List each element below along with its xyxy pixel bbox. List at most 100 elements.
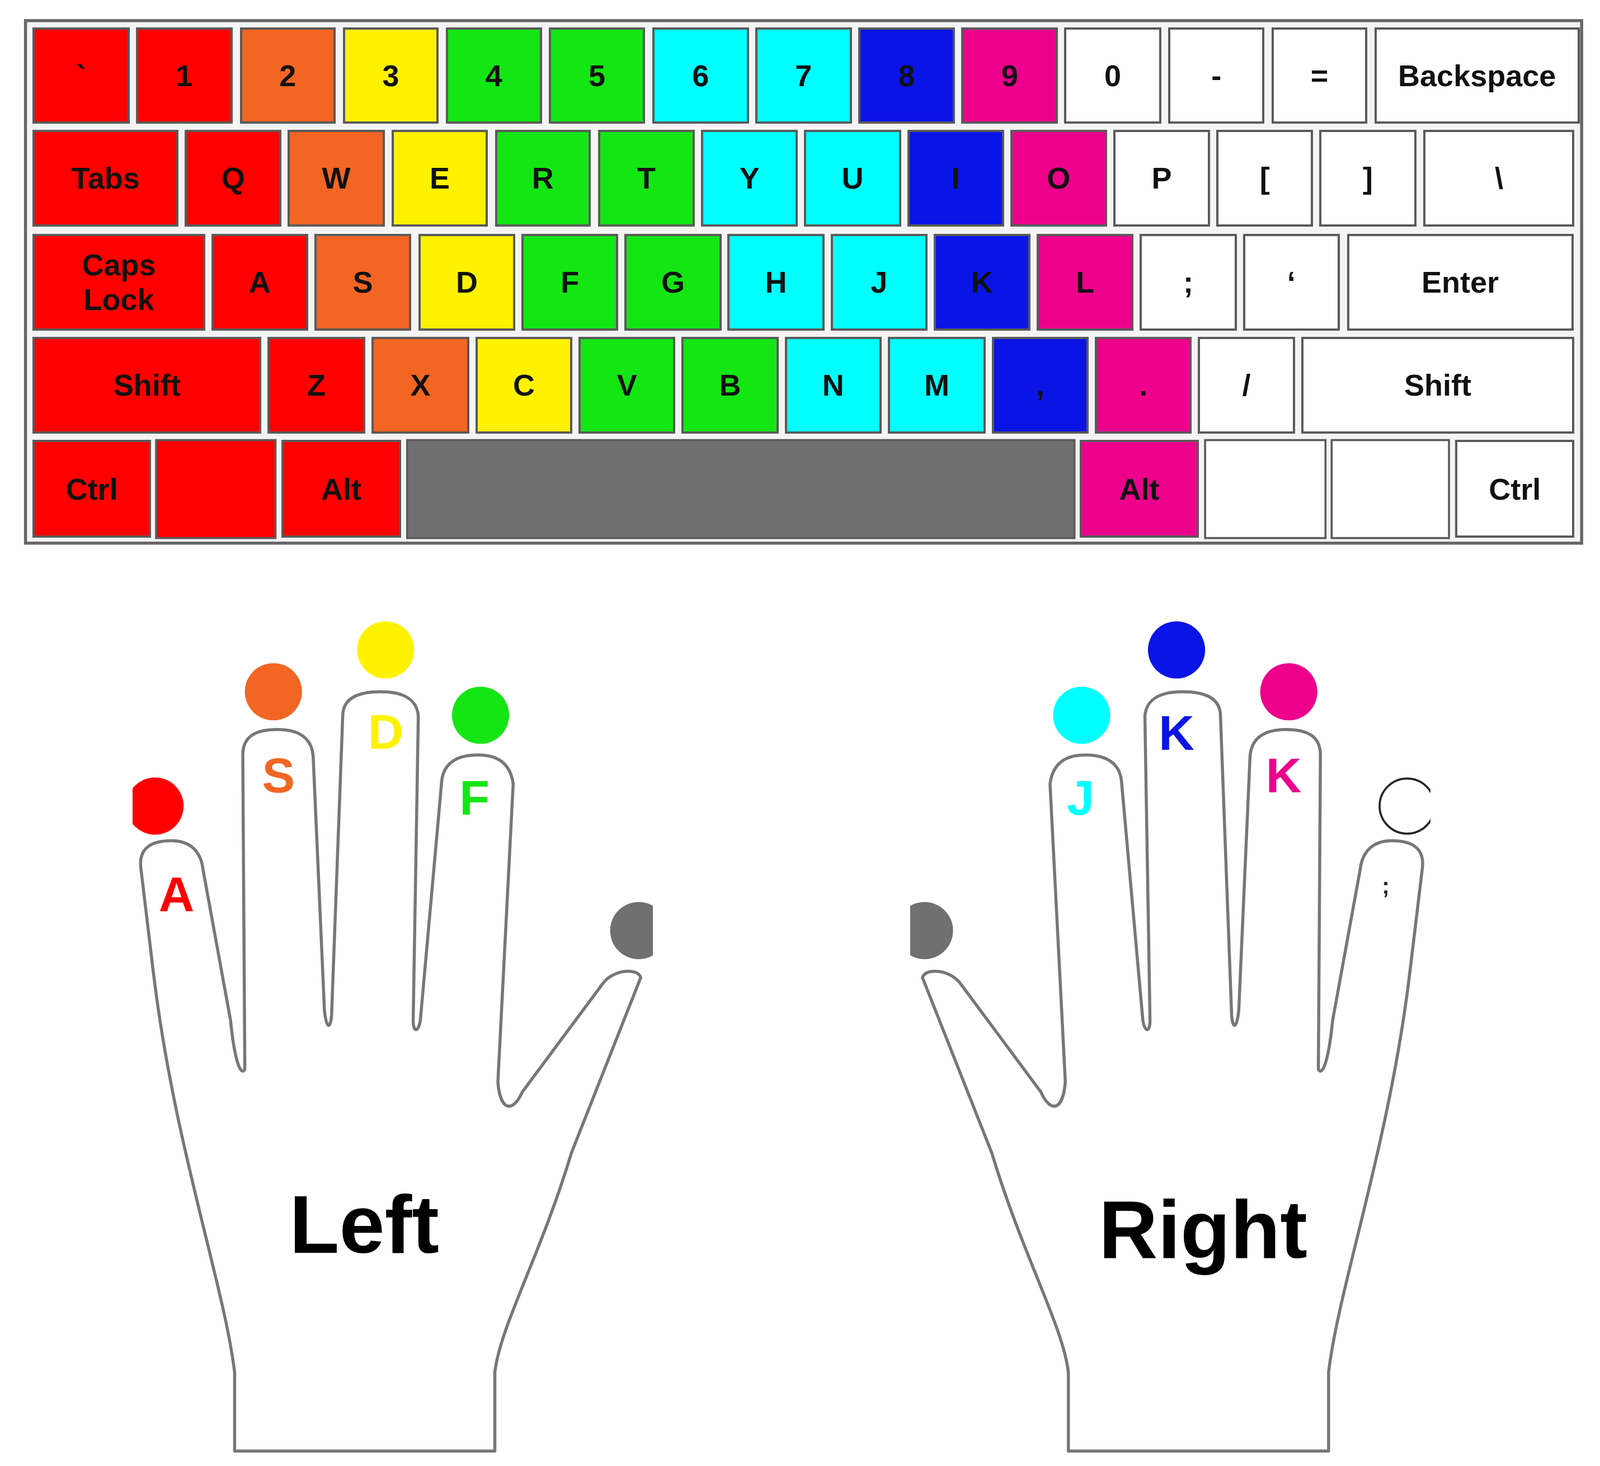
keyboard-key: R (495, 129, 591, 227)
key-label: K (971, 264, 994, 300)
key-label: N (822, 367, 845, 403)
keyboard-key: J (830, 233, 928, 331)
key-label: Ctrl (1488, 471, 1541, 507)
finger-letter: A (158, 869, 195, 919)
keyboard-key: Alt (281, 439, 401, 538)
keyboard-key: U (803, 129, 901, 227)
keyboard-key: / (1197, 336, 1295, 434)
text-holder: K (1283, 775, 1320, 825)
key-label: J (870, 264, 888, 300)
keyboard-key: 1 (135, 27, 233, 124)
hand-label: Left (289, 1183, 440, 1266)
keyboard-key: 7 (755, 27, 853, 124)
key-label: P (1151, 160, 1173, 196)
blank-key (156, 440, 276, 539)
keyboard-key: D (418, 233, 516, 331)
keyboard-key: G (624, 233, 722, 331)
key-label: 3 (382, 58, 400, 93)
key-label: A (248, 264, 271, 300)
keyboard-key: V (578, 336, 676, 434)
keyboard-key: - (1168, 27, 1264, 124)
key-label: Alt (321, 471, 362, 507)
keyboard-key: Caps Lock (32, 233, 205, 331)
keyboard-key: Y (700, 129, 798, 227)
keyboard-key: N (784, 336, 882, 434)
keyboard-key: Ctrl (1455, 439, 1575, 538)
finger-dot (1052, 686, 1110, 745)
key-label: U (841, 160, 864, 196)
text-holder: Right (1202, 1229, 1412, 1312)
keyboard-key: B (681, 336, 779, 434)
text-holder: Left (364, 1224, 515, 1307)
finger-dot (452, 686, 510, 745)
key-label: 0 (1104, 58, 1122, 93)
keyboard-key: Shift (1301, 336, 1575, 434)
keyboard-key: 0 (1064, 27, 1161, 124)
key-label: H (765, 264, 788, 300)
keyboard-key: , (991, 336, 1089, 434)
keyboard-key: ; (1139, 233, 1237, 331)
text-holder: S (278, 775, 312, 825)
key-label: Tabs (71, 160, 140, 196)
key-label: 9 (1001, 58, 1019, 93)
key-label: V (617, 367, 638, 403)
keyboard-key: X (371, 336, 470, 434)
finger-dot (1260, 663, 1318, 721)
finger-letter: K (1266, 750, 1302, 800)
finger-letter: S (262, 750, 296, 800)
finger-dot (356, 621, 414, 679)
keyboard-key: 8 (858, 27, 955, 124)
key-label: X (410, 367, 431, 403)
key-label: Caps Lock (65, 247, 172, 317)
finger-letter: K (1158, 708, 1195, 758)
key-label: Alt (1118, 471, 1160, 507)
keyboard-key: 5 (548, 27, 645, 124)
finger-dot (1379, 778, 1431, 834)
key-label: Enter (1421, 264, 1499, 300)
key-label: 2 (279, 58, 296, 93)
key-label: ` (76, 58, 87, 93)
key-label: 4 (485, 58, 503, 93)
key-label: [ (1259, 160, 1270, 196)
key-label: . (1139, 367, 1148, 403)
key-label: C (513, 367, 535, 403)
key-label: G (661, 264, 685, 300)
finger-letter: D (368, 707, 404, 757)
key-label: = (1310, 58, 1329, 93)
finger-letter: J (1066, 773, 1095, 823)
keyboard-body (25, 20, 1583, 544)
key-label: S (352, 264, 373, 300)
keyboard-key: ` (32, 27, 130, 124)
blank-key (1205, 440, 1326, 539)
keyboard-key: E (391, 129, 488, 227)
keyboard-key: 9 (961, 27, 1058, 124)
keyboard-key: 2 (240, 27, 336, 124)
keyboard-key: S (314, 233, 412, 331)
key-label: D (455, 264, 478, 300)
keyboard-key: ] (1319, 129, 1416, 227)
text-holder: ; (1385, 885, 1394, 908)
keyboard-key: K (933, 233, 1031, 331)
key-label: 5 (588, 58, 606, 93)
keyboard-key: Tabs (32, 129, 179, 227)
keyboard-key: [ (1216, 129, 1314, 227)
hand-outline-path (140, 692, 641, 1452)
key-label: R (532, 160, 554, 196)
key-label: - (1211, 58, 1222, 93)
key-label: Z (307, 367, 326, 403)
key-label: 1 (175, 58, 193, 93)
keyboard-key: O (1010, 129, 1108, 227)
keyboard-key: Backspace (1374, 27, 1580, 124)
key-label: / (1241, 367, 1251, 403)
key-label: Y (739, 160, 760, 196)
key-label: T (637, 160, 656, 196)
blank-key (1331, 440, 1449, 539)
keyboard-key: Shift (32, 336, 262, 434)
keyboard-key: 4 (445, 27, 542, 124)
key-label: Shift (1404, 367, 1472, 403)
keyboard-key: = (1271, 27, 1368, 124)
key-label: ‘ (1287, 264, 1296, 300)
keyboard-key: ‘ (1243, 233, 1340, 331)
key-label: W (322, 160, 351, 196)
key-label: Q (221, 160, 246, 196)
